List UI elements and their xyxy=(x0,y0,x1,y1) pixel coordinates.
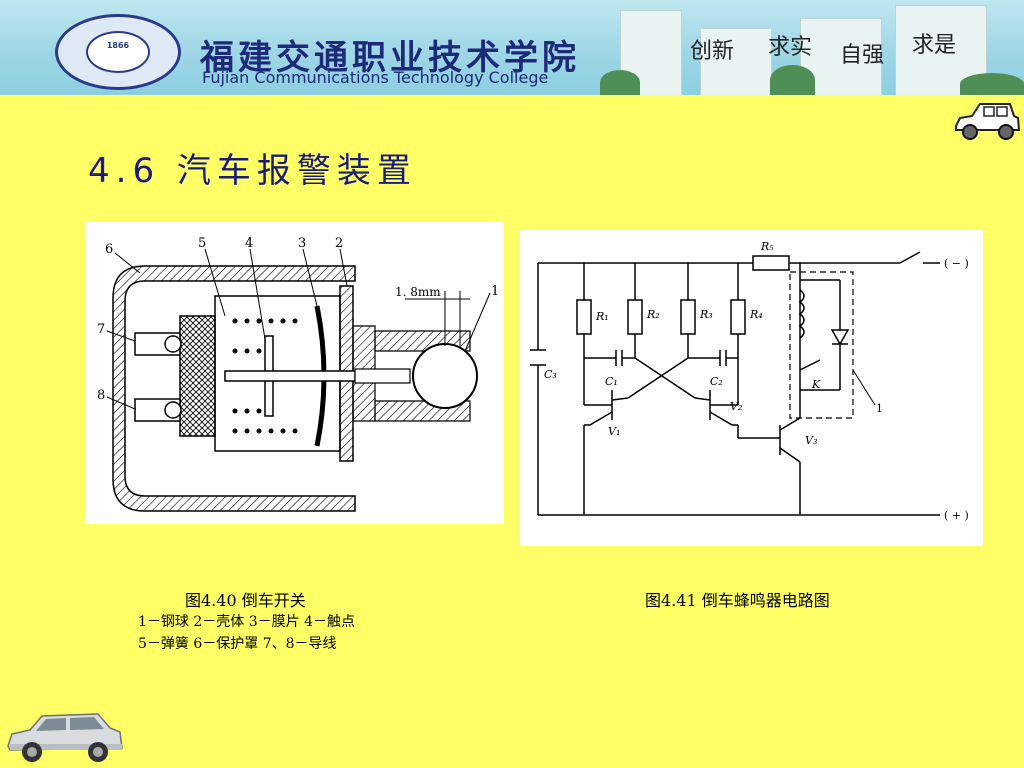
motto-1: 创新 xyxy=(690,39,735,64)
label-6: 6 xyxy=(105,242,113,257)
header-banner: 1866 福建交通职业技术学院 Fujian Communications Te… xyxy=(0,0,1024,95)
label-minus: ( − ) xyxy=(944,257,969,270)
label-7: 7 xyxy=(97,322,105,337)
figure-right-caption: 图4.41 倒车蜂鸣器电路图 xyxy=(645,591,830,610)
label-r1: R₁ xyxy=(595,310,609,323)
logo-emblem: 1866 xyxy=(86,31,150,73)
label-5: 5 xyxy=(198,236,206,251)
school-logo: 1866 xyxy=(55,14,181,90)
label-3: 3 xyxy=(298,236,306,251)
label-v2: V₂ xyxy=(730,400,742,413)
tree xyxy=(960,73,1024,95)
label-8: 8 xyxy=(97,388,105,403)
motto-2: 求实 xyxy=(768,35,813,60)
label-r2: R₂ xyxy=(646,308,660,321)
label-2: 2 xyxy=(335,236,343,251)
school-name-en: Fujian Communications Technology College xyxy=(202,68,549,87)
label-r3: R₃ xyxy=(699,308,713,321)
label-relay-1: 1 xyxy=(876,402,883,415)
label-r4: R₄ xyxy=(749,308,763,321)
figure-left-legend-2: 5－弹簧 6－保护罩 7、8－导线 xyxy=(138,636,337,652)
car-outline-icon xyxy=(955,103,1021,140)
suv-photo-icon xyxy=(7,713,123,762)
figure-left-caption: 图4.40 倒车开关 xyxy=(185,591,306,610)
building xyxy=(700,28,772,95)
label-c2: C₂ xyxy=(710,375,723,388)
reverse-switch-diagram: 6 5 4 3 2 1 7 8 1. 8mm xyxy=(85,221,504,524)
label-v3: V₃ xyxy=(805,434,817,447)
logo-year: 1866 xyxy=(106,41,130,50)
label-r5: R₅ xyxy=(760,240,774,253)
motto-4: 求是 xyxy=(912,33,957,58)
label-dimension: 1. 8mm xyxy=(395,285,441,299)
label-plus: ( + ) xyxy=(944,509,969,522)
label-k: K xyxy=(811,378,821,391)
motto-3: 自强 xyxy=(840,43,885,68)
label-4: 4 xyxy=(245,236,253,251)
label-c1: C₁ xyxy=(605,375,618,388)
tree xyxy=(600,70,640,95)
buzzer-circuit-diagram: R₅ ( − ) ( + ) R₁ R₂ R₃ R₄ C₁ C₂ C₃ V₁ V… xyxy=(520,230,983,546)
label-1: 1 xyxy=(491,284,499,299)
label-v1: V₁ xyxy=(608,425,620,438)
tree xyxy=(770,65,815,95)
page-title: 4.6 汽车报警装置 xyxy=(88,151,417,191)
label-c3: C₃ xyxy=(544,368,557,381)
school-name-cn: 福建交通职业技术学院 xyxy=(200,38,580,78)
figure-left-legend-1: 1－钢球 2－壳体 3－膜片 4－触点 xyxy=(138,614,355,630)
